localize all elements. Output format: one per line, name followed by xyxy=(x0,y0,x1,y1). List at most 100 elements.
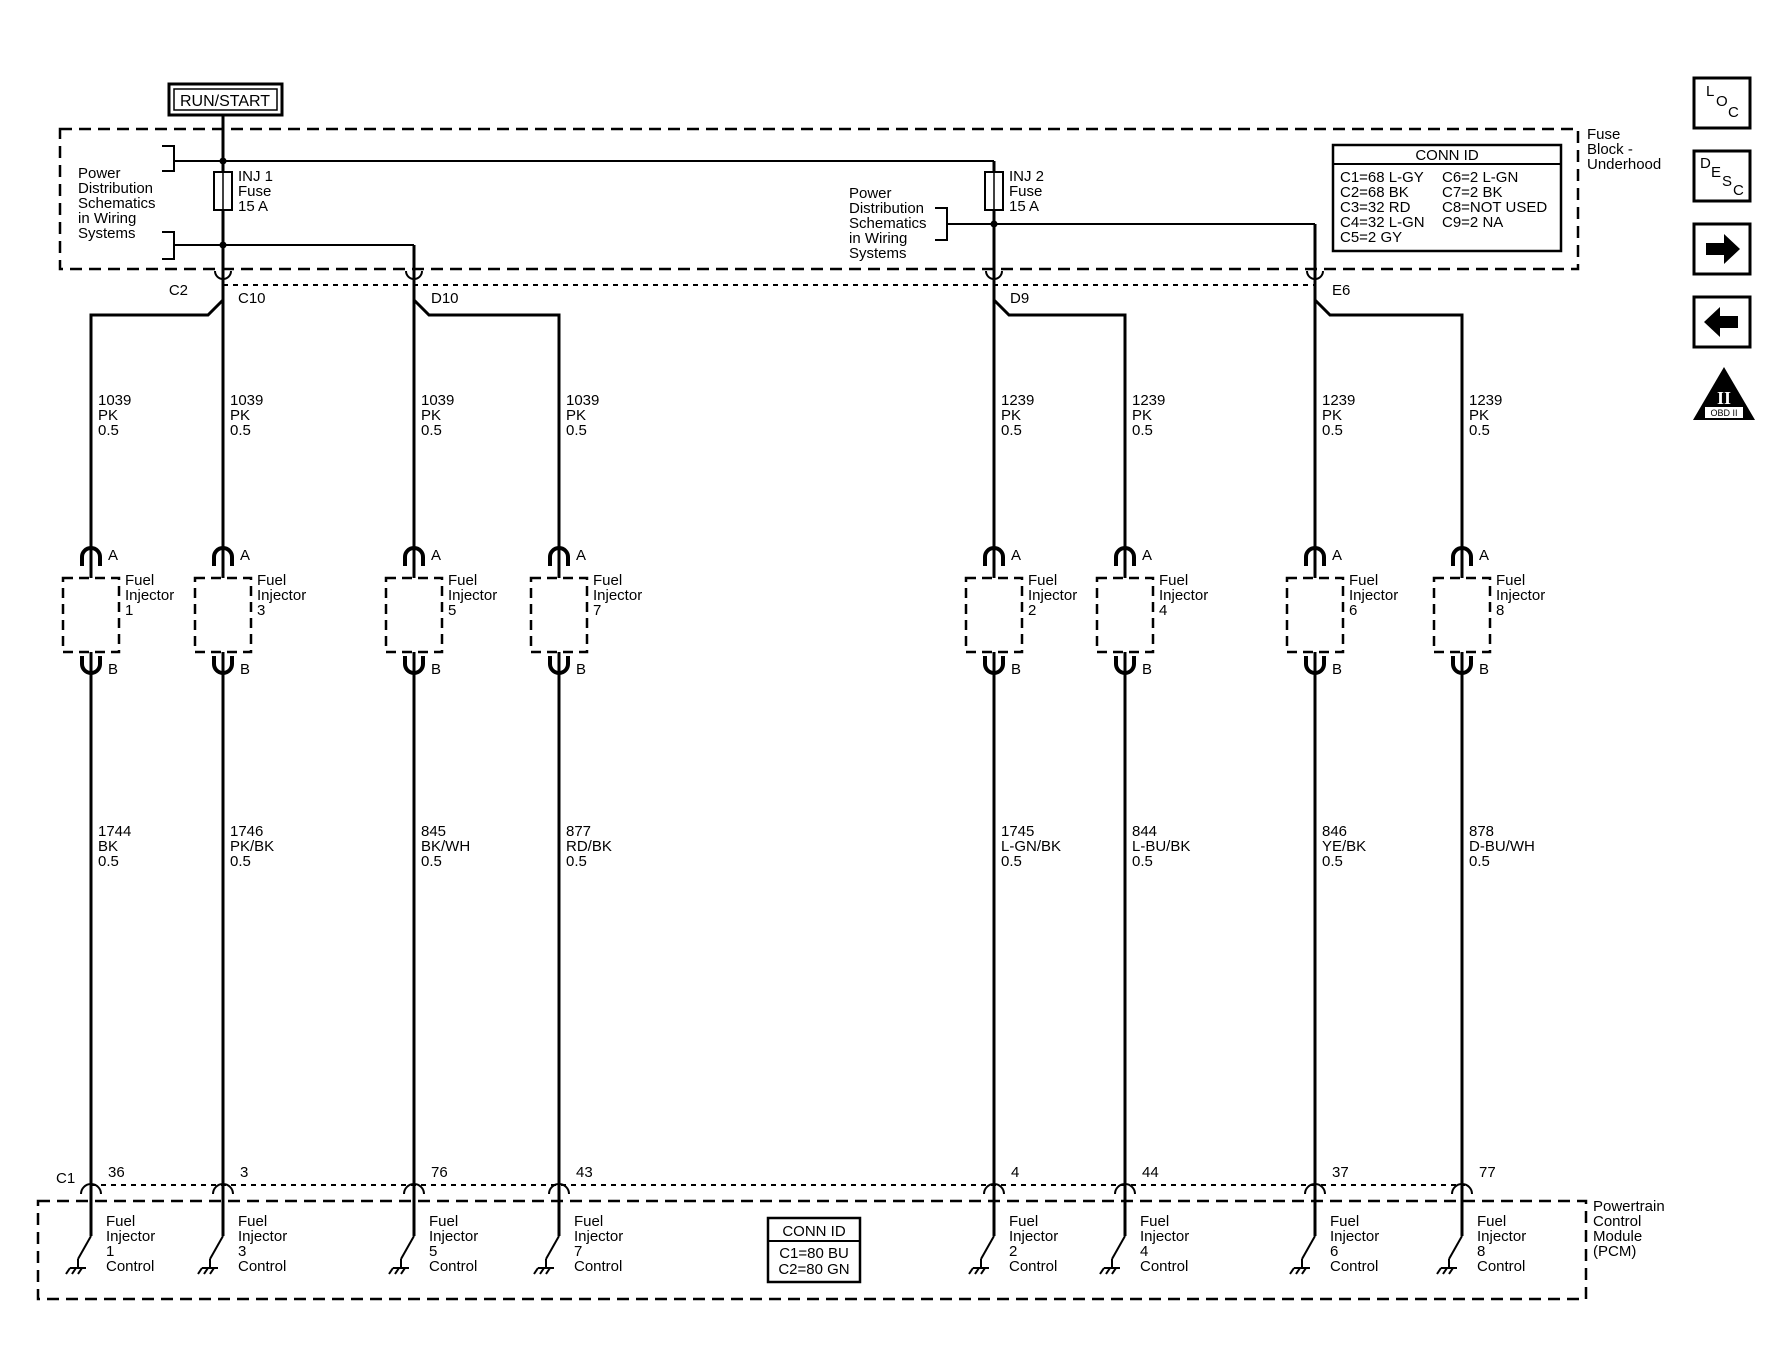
svg-text:OBD II: OBD II xyxy=(1710,408,1737,418)
fuel-injector-body xyxy=(1095,576,1155,654)
arrow-left-icon[interactable] xyxy=(1692,295,1752,349)
injector-pin-a-label: A xyxy=(1479,547,1489,564)
control-circuit-number: 877 xyxy=(566,823,591,840)
fuse-block-terminal-label: E6 xyxy=(1332,282,1350,299)
svg-text:C: C xyxy=(1733,182,1744,199)
fuel-injector-body xyxy=(384,576,444,654)
pcm-box xyxy=(36,1199,1588,1301)
power-dist-note-2-line-2: Distribution xyxy=(849,200,924,217)
power-dist-note-2-line-3: Schematics xyxy=(849,215,927,232)
power-circuit-number: 1039 xyxy=(566,392,599,409)
fuse-block-label-line-1: Fuse xyxy=(1587,126,1620,143)
fuse-2-rating: 15 A xyxy=(1009,198,1039,215)
injector-pin-a-connector xyxy=(983,546,1005,566)
power-circuit-gauge: 0.5 xyxy=(1469,422,1490,439)
fuse-block-label-line-2: Block - xyxy=(1587,141,1633,158)
injector-number: 1 xyxy=(125,602,133,619)
power-source-label: RUN/START xyxy=(180,93,270,110)
svg-text:E: E xyxy=(1711,164,1721,181)
power-wire xyxy=(89,298,225,550)
pcm-switch xyxy=(1301,1235,1316,1260)
obd-ii-icon[interactable]: II OBD II xyxy=(1693,367,1755,420)
injector-pin-b-label: B xyxy=(1479,661,1489,678)
pcm-control-label-line-2: Injector xyxy=(238,1228,287,1245)
fuse-block-conn-id-table xyxy=(1331,143,1563,253)
power-circuit-color: PK xyxy=(98,407,118,424)
injector-label-line-2: Injector xyxy=(1349,587,1398,604)
injector-label-line-1: Fuel xyxy=(1159,572,1188,589)
power-circuit-gauge: 0.5 xyxy=(1322,422,1343,439)
arrow-right-icon[interactable] xyxy=(1692,222,1752,276)
injector-number: 3 xyxy=(257,602,265,619)
injector-label-line-2: Injector xyxy=(448,587,497,604)
injector-pin-b-connector xyxy=(403,656,425,675)
control-circuit-color: RD/BK xyxy=(566,838,612,855)
injector-pin-a-connector xyxy=(403,546,425,566)
injector-label-line-2: Injector xyxy=(125,587,174,604)
pcm-control-label-line-2: Injector xyxy=(1477,1228,1526,1245)
pcm-pin-number: 36 xyxy=(108,1164,125,1181)
injector-pin-a-connector xyxy=(1304,546,1326,566)
injector-circuit-6: 1239PK0.5AFuelInjector6B846YE/BK0.537Fue… xyxy=(1285,300,1398,1275)
fuse-block-box xyxy=(58,127,1580,271)
fuse-block-conn-id-row-1-left: C1=68 L-GY xyxy=(1340,169,1424,186)
svg-text:L: L xyxy=(1706,83,1714,100)
fuse-1-name: INJ 1 xyxy=(238,168,273,185)
injector-circuit-3: 1039PK0.5AFuelInjector3B1746PK/BK0.53Fue… xyxy=(193,300,306,1275)
control-circuit-gauge: 0.5 xyxy=(421,853,442,870)
power-circuit-number: 1239 xyxy=(1001,392,1034,409)
pcm-switch xyxy=(1111,1235,1126,1260)
fuse-block-conn-id-title: CONN ID xyxy=(1415,147,1479,164)
pcm-pin-number: 44 xyxy=(1142,1164,1159,1181)
loc-icon[interactable]: L O C xyxy=(1692,76,1752,130)
pcm-control-number: 6 xyxy=(1330,1243,1338,1260)
fuse-block-terminal-label: C2 xyxy=(169,282,188,299)
injector-circuit-1: 1039PK0.5AFuelInjector1B1744BK0.536FuelI… xyxy=(61,298,225,1275)
injector-label-line-2: Injector xyxy=(257,587,306,604)
pcm-switch xyxy=(980,1235,995,1260)
pcm-switch xyxy=(545,1235,560,1260)
injector-pin-b-connector xyxy=(80,656,102,675)
pcm-control-number: 7 xyxy=(574,1243,582,1260)
pcm-pin-number: 37 xyxy=(1332,1164,1349,1181)
power-dist-note-1-line-4: in Wiring xyxy=(78,210,136,227)
pcm-control-label-line-3: Control xyxy=(429,1258,477,1275)
injector-number: 5 xyxy=(448,602,456,619)
pcm-conn-id-table xyxy=(766,1216,862,1284)
pcm-control-label-line-2: Injector xyxy=(1140,1228,1189,1245)
fuse-2-type: Fuse xyxy=(1009,183,1042,200)
pcm-control-label-line-2: Injector xyxy=(1330,1228,1379,1245)
fuse-2-name: INJ 2 xyxy=(1009,168,1044,185)
fuel-injector-body xyxy=(1432,576,1492,654)
injector-pin-b-label: B xyxy=(1142,661,1152,678)
fuse-block-conn-id-row-4-right: C9=2 NA xyxy=(1442,214,1503,231)
fuse-block-terminal-label: C10 xyxy=(238,290,266,307)
injector-label-line-2: Injector xyxy=(1028,587,1077,604)
injector-circuit-7: 1039PK0.5AFuelInjector7B877RD/BK0.543Fue… xyxy=(412,298,642,1275)
pcm-control-label-line-2: Injector xyxy=(106,1228,155,1245)
power-dist-note-2-line-1: Power xyxy=(849,185,892,202)
desc-icon[interactable]: D E S C xyxy=(1692,149,1752,203)
power-circuit-gauge: 0.5 xyxy=(98,422,119,439)
power-wire xyxy=(992,298,1127,550)
power-dist-note-1-line-1: Power xyxy=(78,165,121,182)
power-circuit-gauge: 0.5 xyxy=(1001,422,1022,439)
fuel-injector-body xyxy=(529,576,589,654)
pcm-switch xyxy=(1448,1235,1463,1260)
control-circuit-gauge: 0.5 xyxy=(1469,853,1490,870)
pcm-control-label-line-1: Fuel xyxy=(1477,1213,1506,1230)
injector-pin-a-connector xyxy=(548,546,570,566)
power-dist-note-1-line-2: Distribution xyxy=(78,180,153,197)
injector-pin-a-label: A xyxy=(108,547,118,564)
control-circuit-color: BK xyxy=(98,838,118,855)
injector-label-line-2: Injector xyxy=(1159,587,1208,604)
power-circuit-color: PK xyxy=(1001,407,1021,424)
pcm-control-label-line-3: Control xyxy=(238,1258,286,1275)
injector-pin-b-label: B xyxy=(576,661,586,678)
injector-number: 8 xyxy=(1496,602,1504,619)
power-circuit-number: 1039 xyxy=(230,392,263,409)
injector-pin-b-connector xyxy=(1451,656,1473,675)
control-circuit-number: 878 xyxy=(1469,823,1494,840)
injector-circuit-2: 1239PK0.5AFuelInjector2B1745L-GN/BK0.54F… xyxy=(964,300,1077,1275)
pcm-label-line-4: (PCM) xyxy=(1593,1243,1636,1260)
